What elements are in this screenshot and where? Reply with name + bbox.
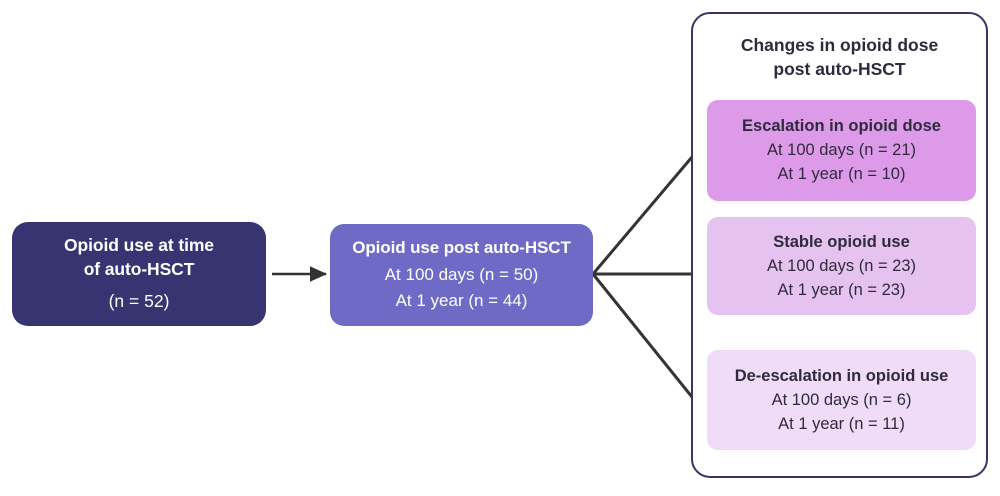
node-escalation-line-1-year: At 1 year (n = 10) [777,165,906,183]
node-stable-opioid-use[interactable]: Stable opioid use At 100 days (n = 23) A… [707,217,976,315]
node-escalation-in-opioid-dose[interactable]: Escalation in opioid dose At 100 days (n… [707,100,976,201]
node-escalation-line-100-days: At 100 days (n = 21) [766,141,917,159]
node-deescalation-line-100-days: At 100 days (n = 6) [771,390,912,409]
panel-changes-in-opioid-dose: Changes in opioid dose post auto-HSCT Es… [691,12,988,478]
node-post-line-1-year: At 1 year (n = 44) [395,291,528,311]
node-escalation-title: Escalation in opioid dose [742,117,941,135]
node-deescalation-line-1-year: At 1 year (n = 11) [778,414,905,433]
node-opioid-use-at-time[interactable]: Opioid use at time of auto-HSCT (n = 52) [12,222,266,326]
branch-line-escalation [591,156,694,275]
panel-heading-line2: post auto-HSCT [773,58,906,79]
panel-heading: Changes in opioid dose post auto-HSCT [693,34,986,81]
branch-line-deescalation [591,273,694,398]
node-post-title: Opioid use post auto-HSCT [352,237,571,257]
node-source-title-line2: of auto-HSCT [83,258,195,279]
node-stable-line-1-year: At 1 year (n = 23) [777,280,906,299]
node-post-line-100-days: At 100 days (n = 50) [384,264,539,284]
node-source-title-line1: Opioid use at time [64,235,214,256]
panel-heading-line1: Changes in opioid dose [740,35,939,55]
node-deescalation-title: De-escalation in opioid use [734,366,949,385]
node-stable-line-100-days: At 100 days (n = 23) [766,256,917,275]
node-opioid-use-post-auto-hsct[interactable]: Opioid use post auto-HSCT At 100 days (n… [330,224,593,326]
node-source-count: (n = 52) [108,291,170,312]
node-de-escalation-in-opioid-use[interactable]: De-escalation in opioid use At 100 days … [707,350,976,450]
node-stable-title: Stable opioid use [773,232,910,251]
